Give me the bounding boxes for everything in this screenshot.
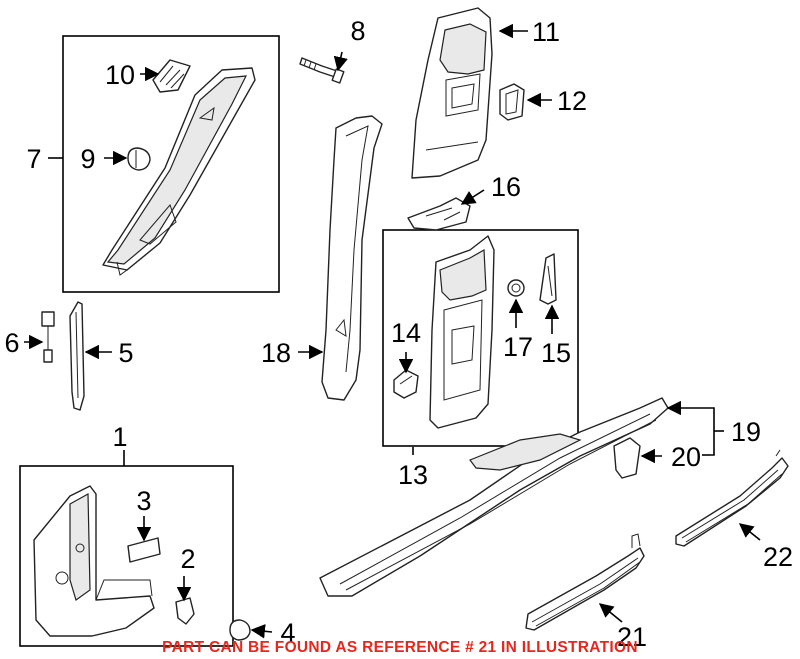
part-sill-plate-19 xyxy=(319,397,669,597)
part-pushpin-4 xyxy=(229,619,251,641)
part-scuff-plate-22 xyxy=(675,449,789,547)
group-box-13 xyxy=(382,229,579,447)
callout-15: 15 xyxy=(541,338,571,368)
callout-21: 21 xyxy=(617,622,647,652)
callout-numbers: 10 9 7 8 11 12 16 18 14 17 15 13 5 6 1 3… xyxy=(4,16,793,652)
part-pillar-trim-18 xyxy=(321,115,383,401)
part-seal-15 xyxy=(539,253,557,305)
callout-22: 22 xyxy=(763,542,793,572)
part-clip-6 xyxy=(41,311,55,363)
callout-11: 11 xyxy=(532,17,560,47)
part-kick-panel-1 xyxy=(33,485,155,637)
part-a-pillar-trim xyxy=(102,67,256,276)
group-box-1 xyxy=(19,465,234,647)
part-clip-10 xyxy=(152,59,191,93)
part-bolt-8 xyxy=(299,57,345,84)
callout-19: 19 xyxy=(731,417,761,447)
part-retainer-9 xyxy=(127,147,151,171)
callout-10: 10 xyxy=(105,60,135,90)
part-label-3 xyxy=(127,537,161,563)
callout-4: 4 xyxy=(280,618,295,648)
callout-9: 9 xyxy=(80,144,95,174)
leader-21 xyxy=(598,603,623,623)
leader-lines xyxy=(24,23,761,639)
callout-12: 12 xyxy=(557,86,587,116)
callout-20: 20 xyxy=(671,442,701,472)
callout-6: 6 xyxy=(4,328,19,358)
leader-22 xyxy=(738,523,761,541)
callout-2: 2 xyxy=(180,544,195,574)
leader-4 xyxy=(250,624,273,639)
leader-8 xyxy=(333,51,348,72)
part-trim-5 xyxy=(69,301,85,411)
part-grommet-17 xyxy=(507,279,525,297)
group-box-7 xyxy=(62,35,280,293)
part-b-pillar-upper xyxy=(411,7,493,179)
callout-3: 3 xyxy=(136,486,151,516)
callout-16: 16 xyxy=(491,172,521,202)
part-scuff-plate-21 xyxy=(525,533,645,631)
leader-16 xyxy=(460,189,485,205)
part-clip-12 xyxy=(499,83,525,121)
callout-13: 13 xyxy=(398,460,428,490)
callout-17: 17 xyxy=(503,332,533,362)
callout-1: 1 xyxy=(112,422,127,452)
part-b-pillar-lower xyxy=(429,235,495,429)
part-bracket-16 xyxy=(407,197,471,231)
part-clip-20 xyxy=(613,437,641,479)
callout-7: 7 xyxy=(26,144,41,174)
reference-note: PART CAN BE FOUND AS REFERENCE # 21 IN I… xyxy=(162,639,638,656)
callout-14: 14 xyxy=(391,318,421,348)
part-clip-14 xyxy=(393,369,419,399)
leader-19-bracket xyxy=(710,407,715,456)
callout-5: 5 xyxy=(118,338,133,368)
callout-8: 8 xyxy=(350,16,365,46)
callout-18: 18 xyxy=(261,338,291,368)
part-clip-2 xyxy=(175,597,195,625)
